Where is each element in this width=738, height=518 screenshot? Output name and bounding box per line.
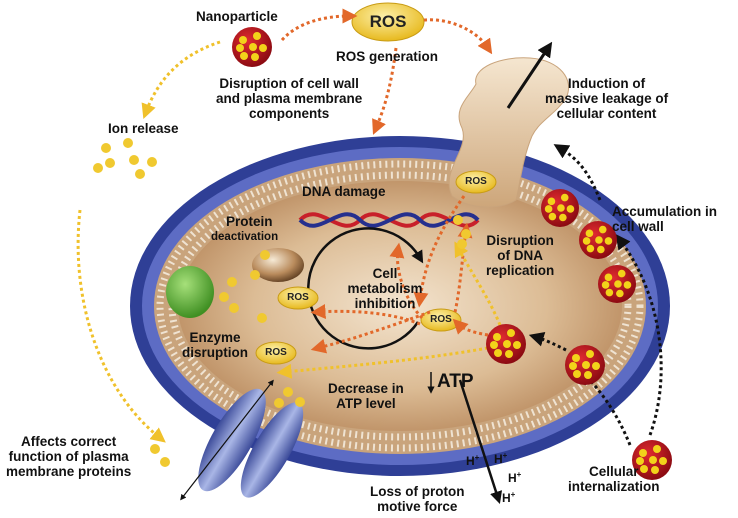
ion-dot xyxy=(219,292,229,302)
nanoparticle xyxy=(232,27,272,67)
label-dna-damage: DNA damage xyxy=(302,184,386,199)
proton-arrow xyxy=(458,379,503,504)
ros-label-upper: ROS xyxy=(287,292,309,303)
label-decrease-atp: Decrease in ATP level xyxy=(328,381,404,411)
nanoparticle xyxy=(598,265,636,303)
ion-dot xyxy=(295,397,305,407)
label-ros-generation: ROS generation xyxy=(336,49,439,64)
ion-dot xyxy=(260,250,270,260)
nanoparticle xyxy=(579,221,617,259)
ion-dot xyxy=(457,239,467,249)
protein-brown xyxy=(252,248,304,282)
nanoparticle xyxy=(541,189,579,227)
orange-arrows xyxy=(280,8,493,354)
black-arrows xyxy=(528,144,663,446)
ion-dot xyxy=(93,163,103,173)
label-nanoparticle: Nanoparticle xyxy=(196,9,278,24)
dna-helix xyxy=(298,212,480,228)
label-ros-big: ROS xyxy=(369,12,407,31)
ros-ellipses xyxy=(255,2,497,365)
ros-lower xyxy=(255,341,297,365)
ion-dot xyxy=(257,313,267,323)
nanoparticles xyxy=(232,27,672,480)
ion-dot xyxy=(135,169,145,179)
ion-dot xyxy=(453,215,463,225)
h-plus-3: H+ xyxy=(508,470,522,485)
ion-dot xyxy=(227,277,237,287)
ros-label-leak: ROS xyxy=(465,176,487,187)
label-ion-release: Ion release xyxy=(108,121,179,136)
label-loss-proton: Loss of proton motive force xyxy=(370,484,465,514)
ion-dot xyxy=(283,387,293,397)
enzyme-green xyxy=(166,266,214,318)
nanoparticle xyxy=(486,324,526,364)
ros-leak xyxy=(455,170,497,194)
label-disruption-dna: Disruption of DNA replication xyxy=(486,233,555,278)
ros-label-right: ROS xyxy=(430,314,452,325)
label-accumulation: Accumulation in cell wall xyxy=(612,204,718,234)
h-plus-1: H+ xyxy=(466,453,480,468)
ion-dot xyxy=(250,270,260,280)
label-cellular-internalization: Cellular internalization xyxy=(568,464,660,494)
leakage-arrow xyxy=(506,41,553,109)
label-induction: Induction of massive leakage of cellular… xyxy=(545,76,669,121)
h-plus-2: H+ xyxy=(494,451,508,466)
label-enzyme: Enzyme disruption xyxy=(182,330,248,360)
label-affects: Affects correct function of plasma membr… xyxy=(6,434,132,479)
bilayer-outer xyxy=(156,160,644,452)
ion-dot xyxy=(129,155,139,165)
bilayer-inner xyxy=(168,171,632,441)
metabolism-cycle-arrow xyxy=(307,227,424,350)
label-protein: Protein xyxy=(226,214,273,229)
yellow-arrows xyxy=(76,40,502,443)
cellular-leakage xyxy=(448,57,570,208)
nanoparticle xyxy=(632,440,672,480)
ros-label-lower: ROS xyxy=(265,347,287,358)
nanoparticle xyxy=(565,345,605,385)
label-atp: ATP xyxy=(437,371,474,392)
membrane-channel xyxy=(180,379,304,501)
ion-dot xyxy=(461,229,471,239)
ros-upper xyxy=(277,286,319,310)
ion-dot xyxy=(160,457,170,467)
ion-dots xyxy=(93,138,471,467)
ion-dot xyxy=(147,157,157,167)
label-deactivation: deactivation xyxy=(211,231,279,243)
ion-dot xyxy=(105,158,115,168)
ion-dot xyxy=(150,444,160,454)
ion-dot xyxy=(101,143,111,153)
ion-dot xyxy=(229,303,239,313)
ion-dot xyxy=(274,398,284,408)
ion-dot xyxy=(123,138,133,148)
label-disruption-wall: Disruption of cell wall and plasma membr… xyxy=(216,76,363,121)
h-plus-4: H+ xyxy=(502,490,516,505)
label-cell-metabolism: Cell metabolism inhibition xyxy=(347,266,423,311)
